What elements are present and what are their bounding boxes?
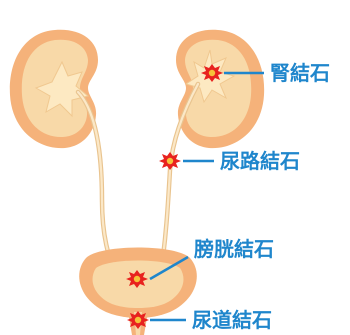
stone-ureter bbox=[159, 152, 181, 170]
label-urethral-stone: 尿道結石 bbox=[192, 308, 272, 332]
stone-kidney bbox=[201, 64, 223, 82]
label-kidney-stone: 腎結石 bbox=[270, 61, 330, 85]
label-bladder-stone: 膀胱結石 bbox=[193, 237, 274, 261]
stone-bladder bbox=[126, 270, 148, 288]
left-kidney bbox=[10, 30, 98, 148]
label-ureteral-stone: 尿路結石 bbox=[220, 149, 300, 173]
stone-urethra bbox=[127, 311, 149, 329]
right-kidney bbox=[176, 30, 264, 148]
